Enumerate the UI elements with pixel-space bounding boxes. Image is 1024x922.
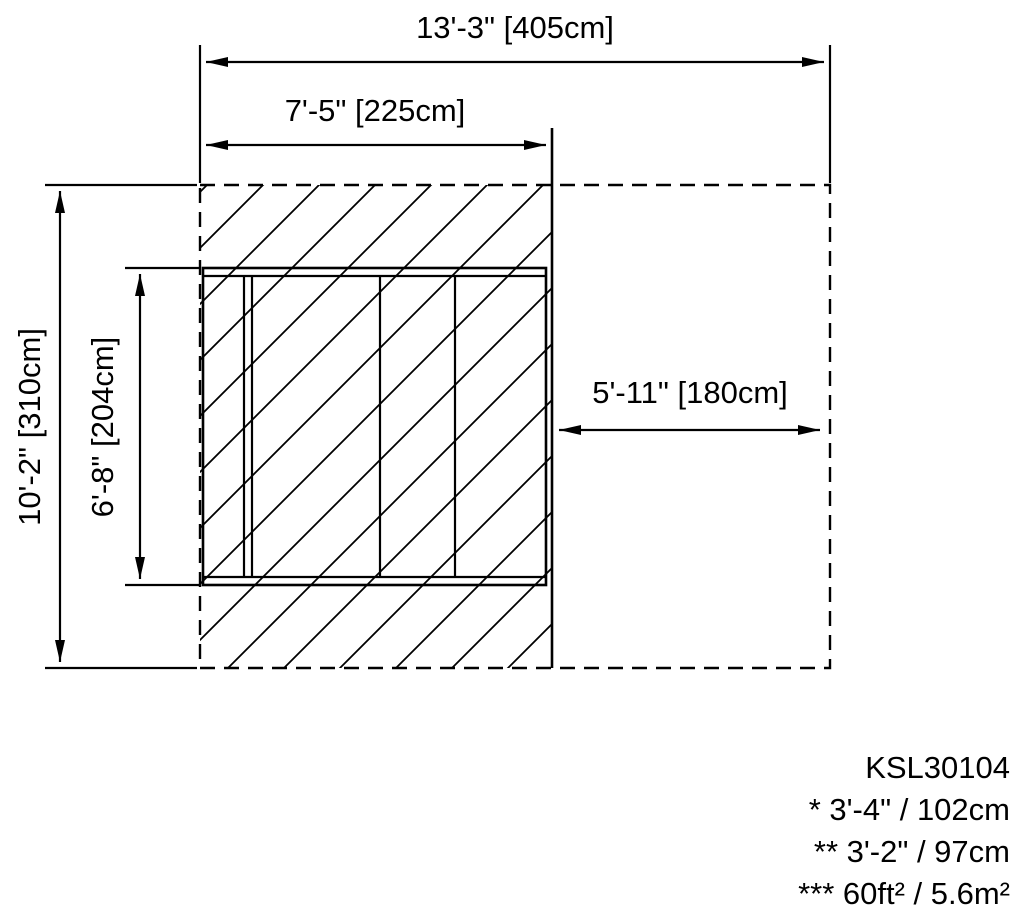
dimension-label-structure-height: 6'-8" [204cm] <box>85 337 120 518</box>
legend-block: KSL30104 * 3'-4" / 102cm ** 3'-2" / 97cm… <box>798 750 1010 911</box>
dimension-left-width: 7'-5" [225cm] <box>206 93 546 150</box>
legend-note-1: * 3'-4" / 102cm <box>809 792 1010 827</box>
dimension-label-overall-width: 13'-3" [405cm] <box>416 10 614 45</box>
dimension-structure-height: 6'-8" [204cm] <box>85 266 200 587</box>
legend-note-2: ** 3'-2" / 97cm <box>814 834 1010 869</box>
dimension-label-overall-height: 10'-2" [310cm] <box>12 328 47 526</box>
hatched-zone <box>200 185 552 668</box>
dimension-label-left-width: 7'-5" [225cm] <box>285 93 466 128</box>
structure-outline <box>201 266 548 587</box>
dimension-label-right-clearance: 5'-11" [180cm] <box>592 375 788 410</box>
legend-note-3: *** 60ft² / 5.6m² <box>798 876 1010 911</box>
structure-plan <box>201 266 548 587</box>
dimension-overall-height: 10'-2" [310cm] <box>12 183 197 670</box>
dimension-right-clearance: 5'-11" [180cm] <box>559 375 820 435</box>
footprint-outline <box>198 183 832 670</box>
model-code-label: KSL30104 <box>865 750 1010 785</box>
dimension-overall-width: 13'-3" [405cm] <box>198 10 832 183</box>
